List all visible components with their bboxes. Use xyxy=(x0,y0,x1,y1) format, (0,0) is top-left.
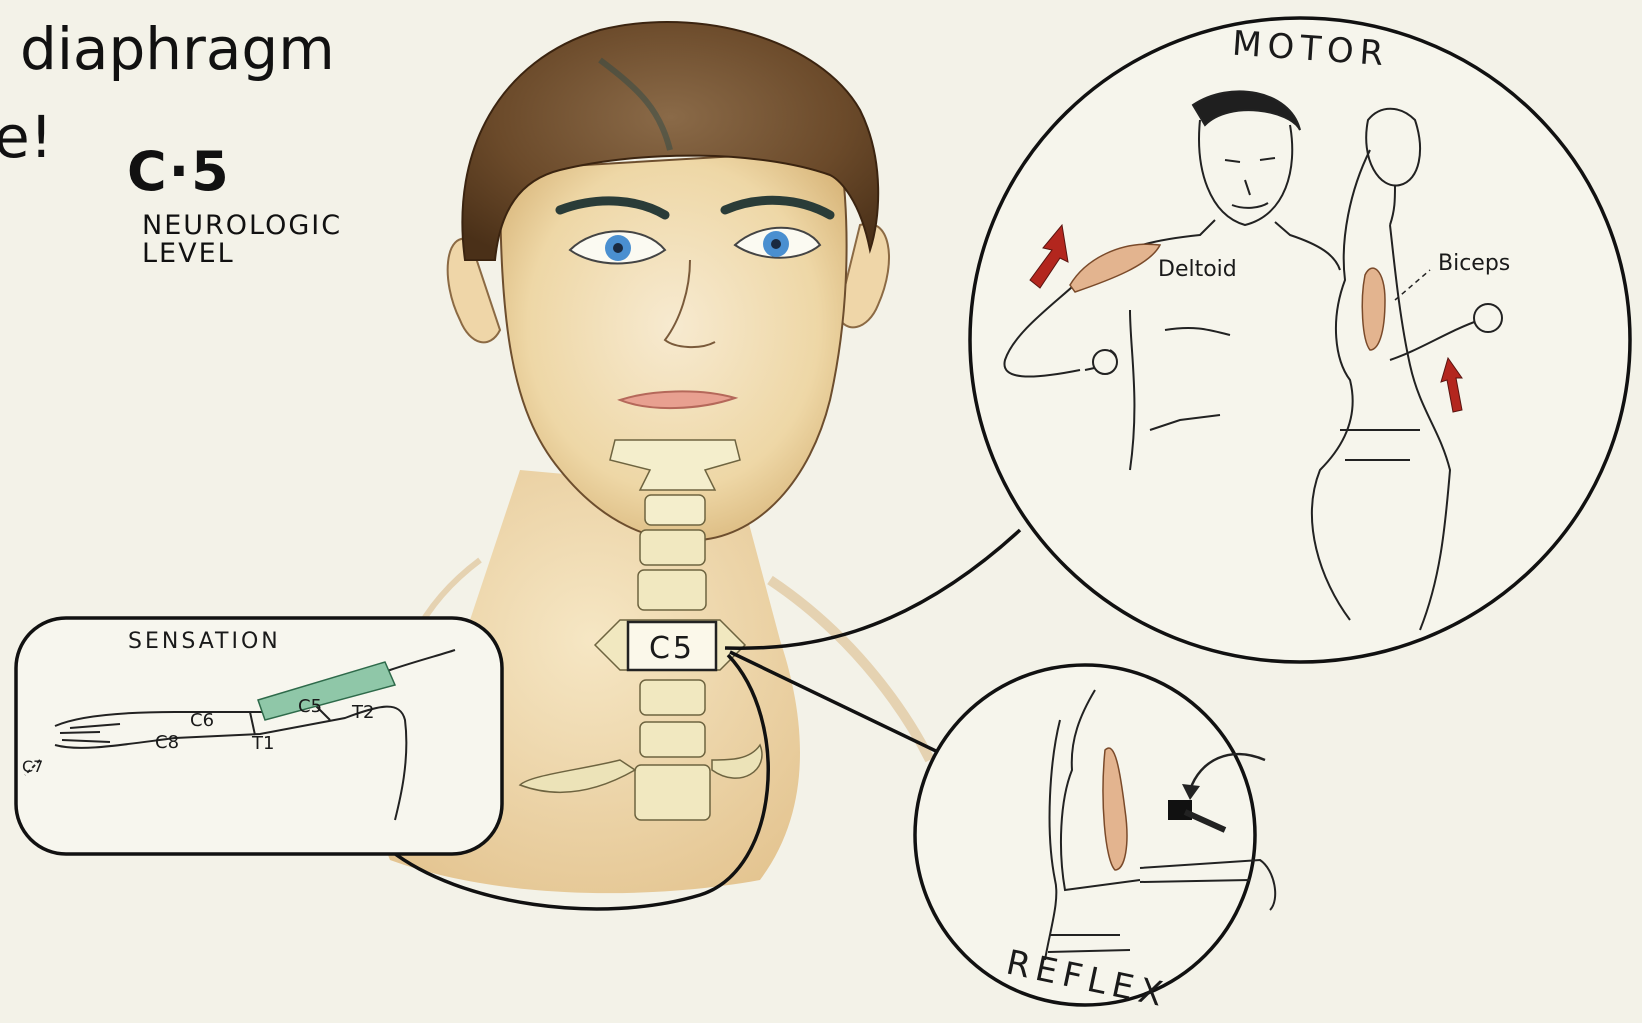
biceps-label: Biceps xyxy=(1438,251,1510,276)
neurologic-level-number: C·5 xyxy=(127,140,231,203)
dermatome-c8-label: C8 xyxy=(155,732,179,753)
dermatome-c6-label: C6 xyxy=(190,710,214,731)
neurologic-level-label: NEUROLOGIC LEVEL xyxy=(142,212,402,269)
sensation-panel: SENSATION C5 C6 C8 T1 T2 C7 xyxy=(16,618,502,854)
c5-label: C5 xyxy=(649,631,695,666)
dermatome-c7-label: C7 xyxy=(22,757,43,776)
deltoid-label: Deltoid xyxy=(1158,257,1237,282)
dermatome-c5-label: C5 xyxy=(298,696,322,717)
sensation-title: SENSATION xyxy=(128,629,281,654)
dermatome-t2-label: T2 xyxy=(351,702,374,723)
motor-panel: MOTOR Deltoid Bice xyxy=(970,18,1630,662)
caption-fragment: e! xyxy=(0,108,53,166)
vertebra-c5: C5 xyxy=(595,620,745,670)
caption-diaphragm: diaphragm xyxy=(20,20,335,78)
dermatome-t1-label: T1 xyxy=(251,733,274,754)
reflex-panel: REFLEX xyxy=(915,665,1275,1016)
